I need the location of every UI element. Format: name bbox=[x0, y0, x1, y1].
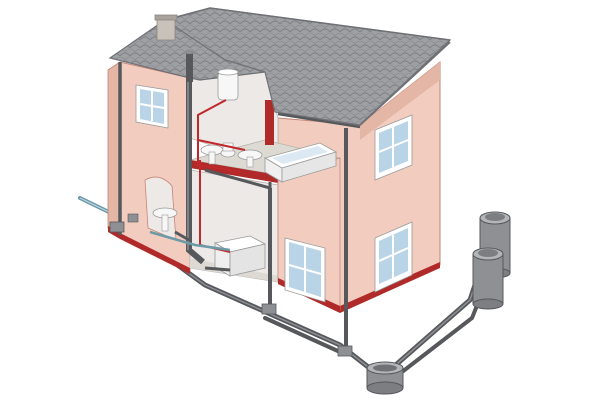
window-icon-lower-right bbox=[374, 221, 413, 293]
bath-drain-pipe bbox=[204, 168, 272, 190]
rear-drain-pipe bbox=[263, 316, 342, 354]
gable-shadow bbox=[360, 62, 440, 140]
vent-cap bbox=[184, 50, 195, 54]
branch-pipe-lower bbox=[174, 230, 190, 242]
window-icon-lower-front bbox=[284, 237, 326, 303]
manhole-cover-icon bbox=[485, 213, 505, 221]
vent-stack bbox=[186, 52, 193, 82]
brick-corner-post bbox=[265, 100, 274, 145]
branch-pipe-kitchen bbox=[204, 266, 231, 272]
septic-system bbox=[366, 211, 511, 395]
sink-icon-upper-1 bbox=[200, 144, 224, 165]
gutter bbox=[277, 112, 361, 129]
chamber-right bbox=[337, 345, 353, 357]
chamber-center bbox=[261, 303, 277, 315]
manhole-cover-icon-2 bbox=[478, 249, 498, 257]
collection-chamber-icon bbox=[366, 361, 404, 395]
cold-water-supply bbox=[149, 230, 231, 252]
sink-icon-lower bbox=[152, 207, 178, 232]
chamber-front bbox=[127, 213, 139, 223]
septic-tank-icon-short bbox=[472, 247, 504, 310]
window-icon-upper-left bbox=[135, 84, 169, 129]
sink-icon-upper-2 bbox=[237, 149, 263, 168]
bathtub-icon bbox=[263, 142, 338, 183]
soil-stack bbox=[186, 82, 205, 265]
roof bbox=[108, 7, 452, 129]
house-pipes bbox=[118, 62, 348, 350]
chamber-left bbox=[109, 221, 125, 233]
chimney-icon bbox=[154, 14, 178, 41]
left-wing-side bbox=[107, 61, 121, 236]
window-icon-upper-right bbox=[374, 114, 413, 181]
hot-water-pipe bbox=[197, 99, 246, 173]
water-heater-icon bbox=[217, 68, 239, 101]
gable-edge bbox=[359, 41, 451, 126]
windows bbox=[135, 84, 413, 303]
roof-ridge bbox=[164, 7, 451, 41]
inspection-chambers bbox=[109, 213, 353, 357]
left-wing-brick-base bbox=[108, 226, 190, 274]
